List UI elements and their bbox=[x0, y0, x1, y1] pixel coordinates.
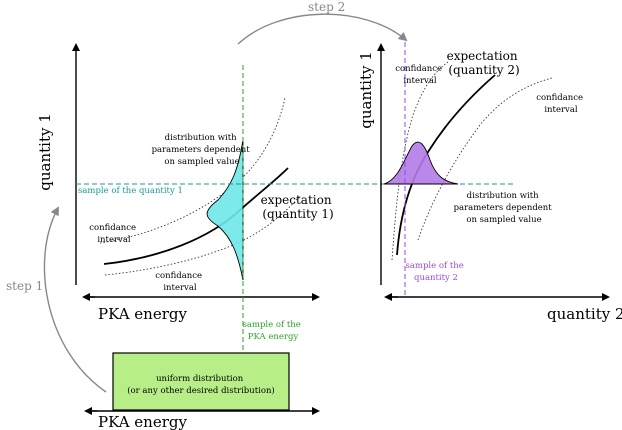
step1-arrow bbox=[43, 206, 107, 393]
right-confidence-left-curve bbox=[391, 61, 449, 261]
right-expectation-curve bbox=[396, 74, 496, 256]
sample-pka-label: sample of the PKA energy bbox=[243, 320, 304, 342]
step1-label: step 1 bbox=[6, 279, 43, 293]
left-x-axis-title: PKA energy bbox=[98, 305, 187, 323]
bottom-x-axis-title: PKA energy bbox=[98, 413, 187, 430]
left-expectation-label: expectation (quantity 1) bbox=[261, 193, 336, 221]
right-confidence-upper-label: confidance interval bbox=[395, 64, 445, 86]
right-x-axis-title: quantity 2 bbox=[547, 305, 622, 323]
left-panel: quantity 1 PKA energy distribution with … bbox=[36, 43, 514, 410]
right-panel: quantity 1 quantity 2 confidance interva… bbox=[357, 42, 622, 323]
left-confidence-upper-label: confidance interval bbox=[89, 223, 139, 245]
uniform-distribution-label: uniform distribution (or any other desir… bbox=[127, 374, 275, 396]
right-expectation-label: expectation (quantity 2) bbox=[447, 49, 522, 77]
sample-q2-label: sample of the quantity 2 bbox=[406, 261, 467, 283]
step2-label: step 2 bbox=[308, 0, 345, 14]
right-distribution-label: distribution with parameters dependent o… bbox=[454, 191, 555, 225]
left-y-axis-title: quantity 1 bbox=[36, 113, 54, 191]
uniform-distribution-box bbox=[112, 352, 290, 411]
right-distribution-bell bbox=[383, 141, 459, 185]
right-confidence-right-label: confidance interval bbox=[536, 93, 586, 115]
step2-arrow bbox=[237, 13, 408, 45]
right-confidence-right-curve bbox=[417, 77, 553, 241]
left-confidence-lower-label: confidance interval bbox=[155, 271, 205, 293]
left-expectation-curve bbox=[103, 167, 289, 265]
left-distribution-bell bbox=[206, 139, 244, 281]
right-y-axis-title: quantity 1 bbox=[357, 51, 375, 129]
bottom-panel: uniform distribution (or any other desir… bbox=[84, 352, 320, 430]
left-confidence-upper-curve bbox=[99, 97, 286, 244]
left-distribution-label: distribution with parameters dependent o… bbox=[152, 133, 253, 167]
left-sample-q1-label: sample of the quantity 1 bbox=[78, 186, 183, 196]
